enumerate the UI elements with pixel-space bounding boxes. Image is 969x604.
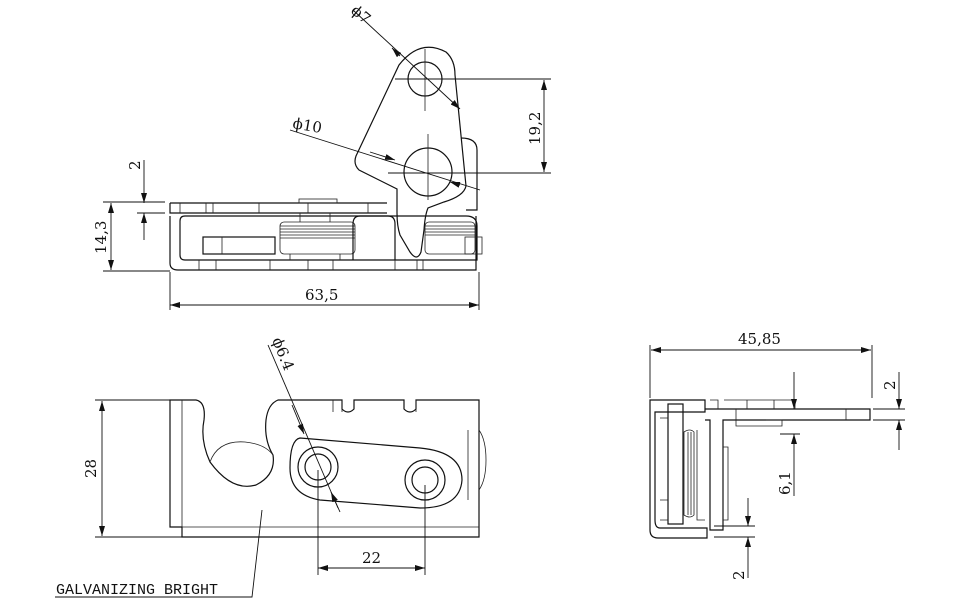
center-block <box>352 215 396 260</box>
dim-hole-spacing: 19,2 <box>526 112 544 145</box>
dim-front-hole-diameter: ϕ6.4 <box>268 335 297 373</box>
dim-side-top-thickness: 2 <box>881 380 899 390</box>
side-spring-housing <box>667 403 684 525</box>
front-plate <box>169 399 480 538</box>
top-view: ϕ7 ϕ10 19,2 2 14,3 63,5 <box>92 1 551 310</box>
dim-large-hole-diameter: ϕ10 <box>291 114 323 137</box>
link-plate <box>289 437 463 509</box>
front-view: ϕ6.4 28 22 GALVANIZING BRIGHT <box>55 335 487 599</box>
top-plate <box>169 202 387 214</box>
side-spring-coil <box>683 429 729 521</box>
dim-side-width: 45,85 <box>738 330 781 348</box>
rivet-head <box>298 198 338 204</box>
side-view: 45,85 2 6,1 2 <box>649 330 905 580</box>
dim-height: 14,3 <box>92 221 110 254</box>
dim-side-bottom-thickness: 2 <box>730 570 748 580</box>
dim-side-offset: 6,1 <box>776 471 794 495</box>
latch-arm <box>354 46 467 258</box>
dim-hole-center-distance: 22 <box>362 549 381 567</box>
finish-note: GALVANIZING BRIGHT <box>56 582 218 599</box>
dim-small-hole-diameter: ϕ7 <box>347 1 374 28</box>
bracket <box>169 216 477 271</box>
side-bracket <box>649 399 708 539</box>
dim-front-height: 28 <box>82 459 100 478</box>
dim-plate-thickness: 2 <box>126 160 144 170</box>
spring-coil <box>279 213 483 260</box>
shaft <box>202 236 276 255</box>
dim-length: 63,5 <box>305 286 338 304</box>
